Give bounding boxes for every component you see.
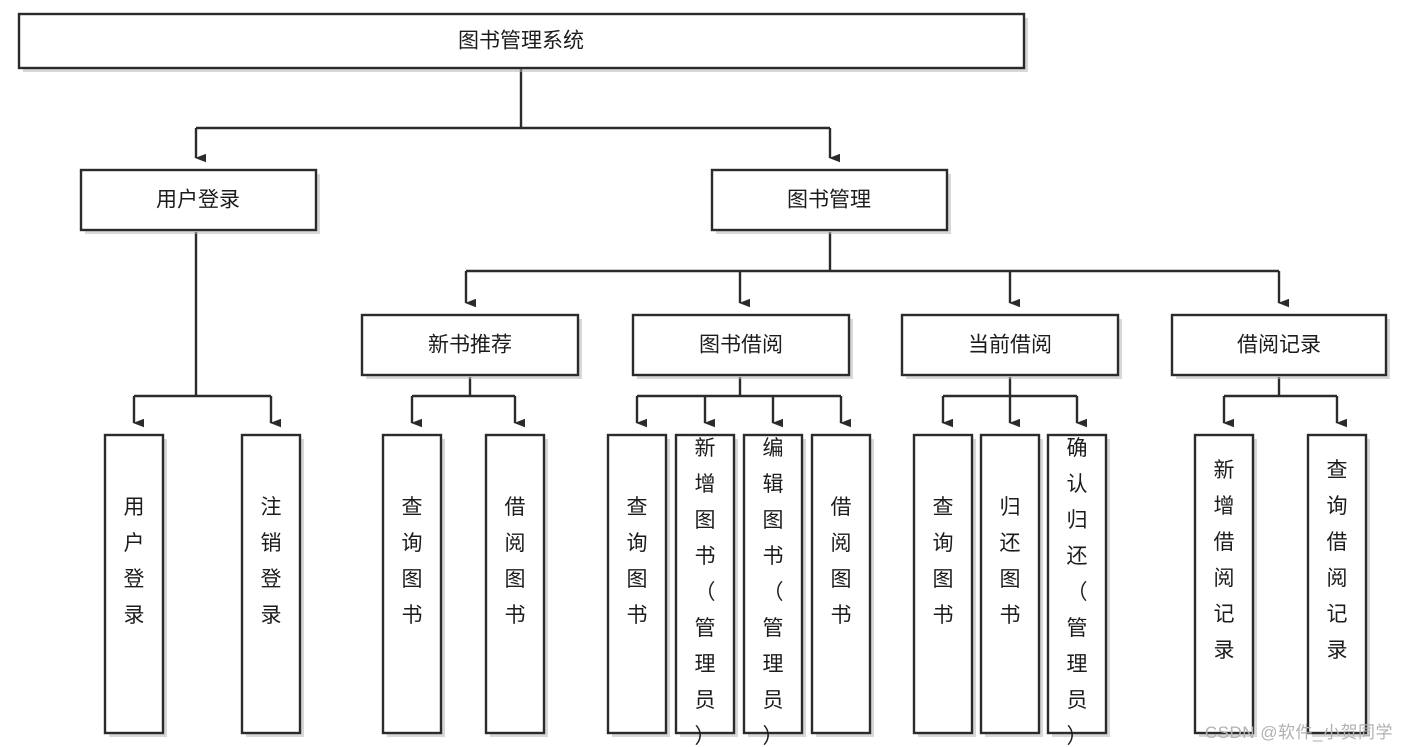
leaf-add-book[interactable]: 新增图书（管理员） — [674, 433, 738, 747]
leaf-return-book-label: 归还图书 — [1000, 496, 1021, 627]
leaf-return-book[interactable]: 归还图书 — [979, 433, 1043, 737]
node-book-manage-label: 图书管理 — [787, 189, 871, 212]
leaf-edit-book-rect — [742, 433, 804, 735]
node-new-book-rec-rect — [360, 313, 580, 377]
leaf-borrow-book-2[interactable]: 借阅图书 — [810, 433, 874, 737]
edge-group-book-manage-to-level3 — [464, 232, 1289, 308]
leaf-confirm-return-rect — [1046, 433, 1108, 735]
edge-group-root-to-level2 — [194, 68, 840, 163]
leaf-add-book-label: 新增图书（管理员） — [695, 437, 716, 747]
leaf-borrow-book-1-label: 借阅图书 — [505, 496, 526, 627]
node-book-borrow-label: 图书借阅 — [699, 334, 783, 357]
leaf-query-book-2[interactable]: 查询图书 — [606, 433, 670, 737]
leaf-borrow-book-1[interactable]: 借阅图书 — [484, 433, 548, 737]
edge-group-book-borrow-to-leaves — [635, 377, 851, 428]
node-current-borrow[interactable]: 当前借阅 — [900, 313, 1122, 379]
edge-group-user-login-to-leaves — [132, 232, 281, 428]
leaf-query-book-2-label: 查询图书 — [627, 496, 648, 627]
leaf-logout-label: 注销登录 — [261, 496, 282, 627]
leaf-confirm-return[interactable]: 确认归还（管理员） — [1046, 433, 1110, 747]
leaf-edit-book-label: 编辑图书（管理员） — [763, 437, 784, 747]
edge-group-new-book-rec-to-leaves — [410, 377, 525, 428]
node-user-login-label: 用户登录 — [156, 189, 240, 212]
leaf-query-book-1[interactable]: 查询图书 — [381, 433, 445, 737]
node-book-manage[interactable]: 图书管理 — [710, 168, 951, 234]
leaf-add-record-label: 新增借阅记录 — [1214, 459, 1235, 662]
csdn-watermark: CSDN @软件_小贺同学 — [1204, 723, 1393, 742]
edge-group-borrow-record-to-leaves — [1222, 377, 1347, 428]
leaf-query-book-3-label: 查询图书 — [933, 496, 954, 627]
leaf-user-login-rect — [103, 433, 165, 735]
node-current-borrow-rect — [900, 313, 1120, 377]
leaf-user-login-label: 用户登录 — [124, 496, 145, 627]
leaf-add-record-rect — [1193, 433, 1255, 735]
node-user-login[interactable]: 用户登录 — [79, 168, 320, 234]
leaf-query-book-3[interactable]: 查询图书 — [912, 433, 976, 737]
leaf-borrow-book-1-rect — [484, 433, 546, 735]
leaf-user-login[interactable]: 用户登录 — [103, 433, 167, 737]
node-borrow-record[interactable]: 借阅记录 — [1170, 313, 1390, 379]
leaf-confirm-return-label: 确认归还（管理员） — [1067, 437, 1088, 747]
node-borrow-record-label: 借阅记录 — [1237, 334, 1321, 357]
leaf-query-book-3-rect — [912, 433, 974, 735]
leaf-query-book-1-rect — [381, 433, 443, 735]
node-new-book-rec[interactable]: 新书推荐 — [360, 313, 582, 379]
node-book-borrow[interactable]: 图书借阅 — [631, 313, 853, 379]
leaf-query-record-label: 查询借阅记录 — [1327, 459, 1348, 662]
leaf-borrow-book-2-rect — [810, 433, 872, 735]
leaf-add-book-rect — [674, 433, 736, 735]
leaf-query-record[interactable]: 查询借阅记录 — [1306, 433, 1370, 737]
leaf-edit-book[interactable]: 编辑图书（管理员） — [742, 433, 806, 747]
node-root-rect — [17, 12, 1026, 70]
node-root[interactable]: 图书管理系统 — [17, 12, 1028, 72]
node-user-login-rect — [79, 168, 318, 232]
leaf-return-book-rect — [979, 433, 1041, 735]
leaf-query-record-rect — [1306, 433, 1368, 735]
leaf-query-book-2-rect — [606, 433, 668, 735]
leaf-add-record[interactable]: 新增借阅记录 — [1193, 433, 1257, 737]
node-borrow-record-rect — [1170, 313, 1388, 377]
edge-group-current-borrow-to-leaves — [941, 377, 1087, 428]
node-book-manage-rect — [710, 168, 949, 232]
node-book-borrow-rect — [631, 313, 851, 377]
leaf-logout[interactable]: 注销登录 — [240, 433, 304, 737]
node-current-borrow-label: 当前借阅 — [968, 334, 1052, 357]
node-new-book-rec-label: 新书推荐 — [428, 334, 512, 357]
leaf-borrow-book-2-label: 借阅图书 — [831, 496, 852, 627]
node-root-label: 图书管理系统 — [458, 30, 584, 53]
leaf-query-book-1-label: 查询图书 — [402, 496, 423, 627]
leaf-logout-rect — [240, 433, 302, 735]
